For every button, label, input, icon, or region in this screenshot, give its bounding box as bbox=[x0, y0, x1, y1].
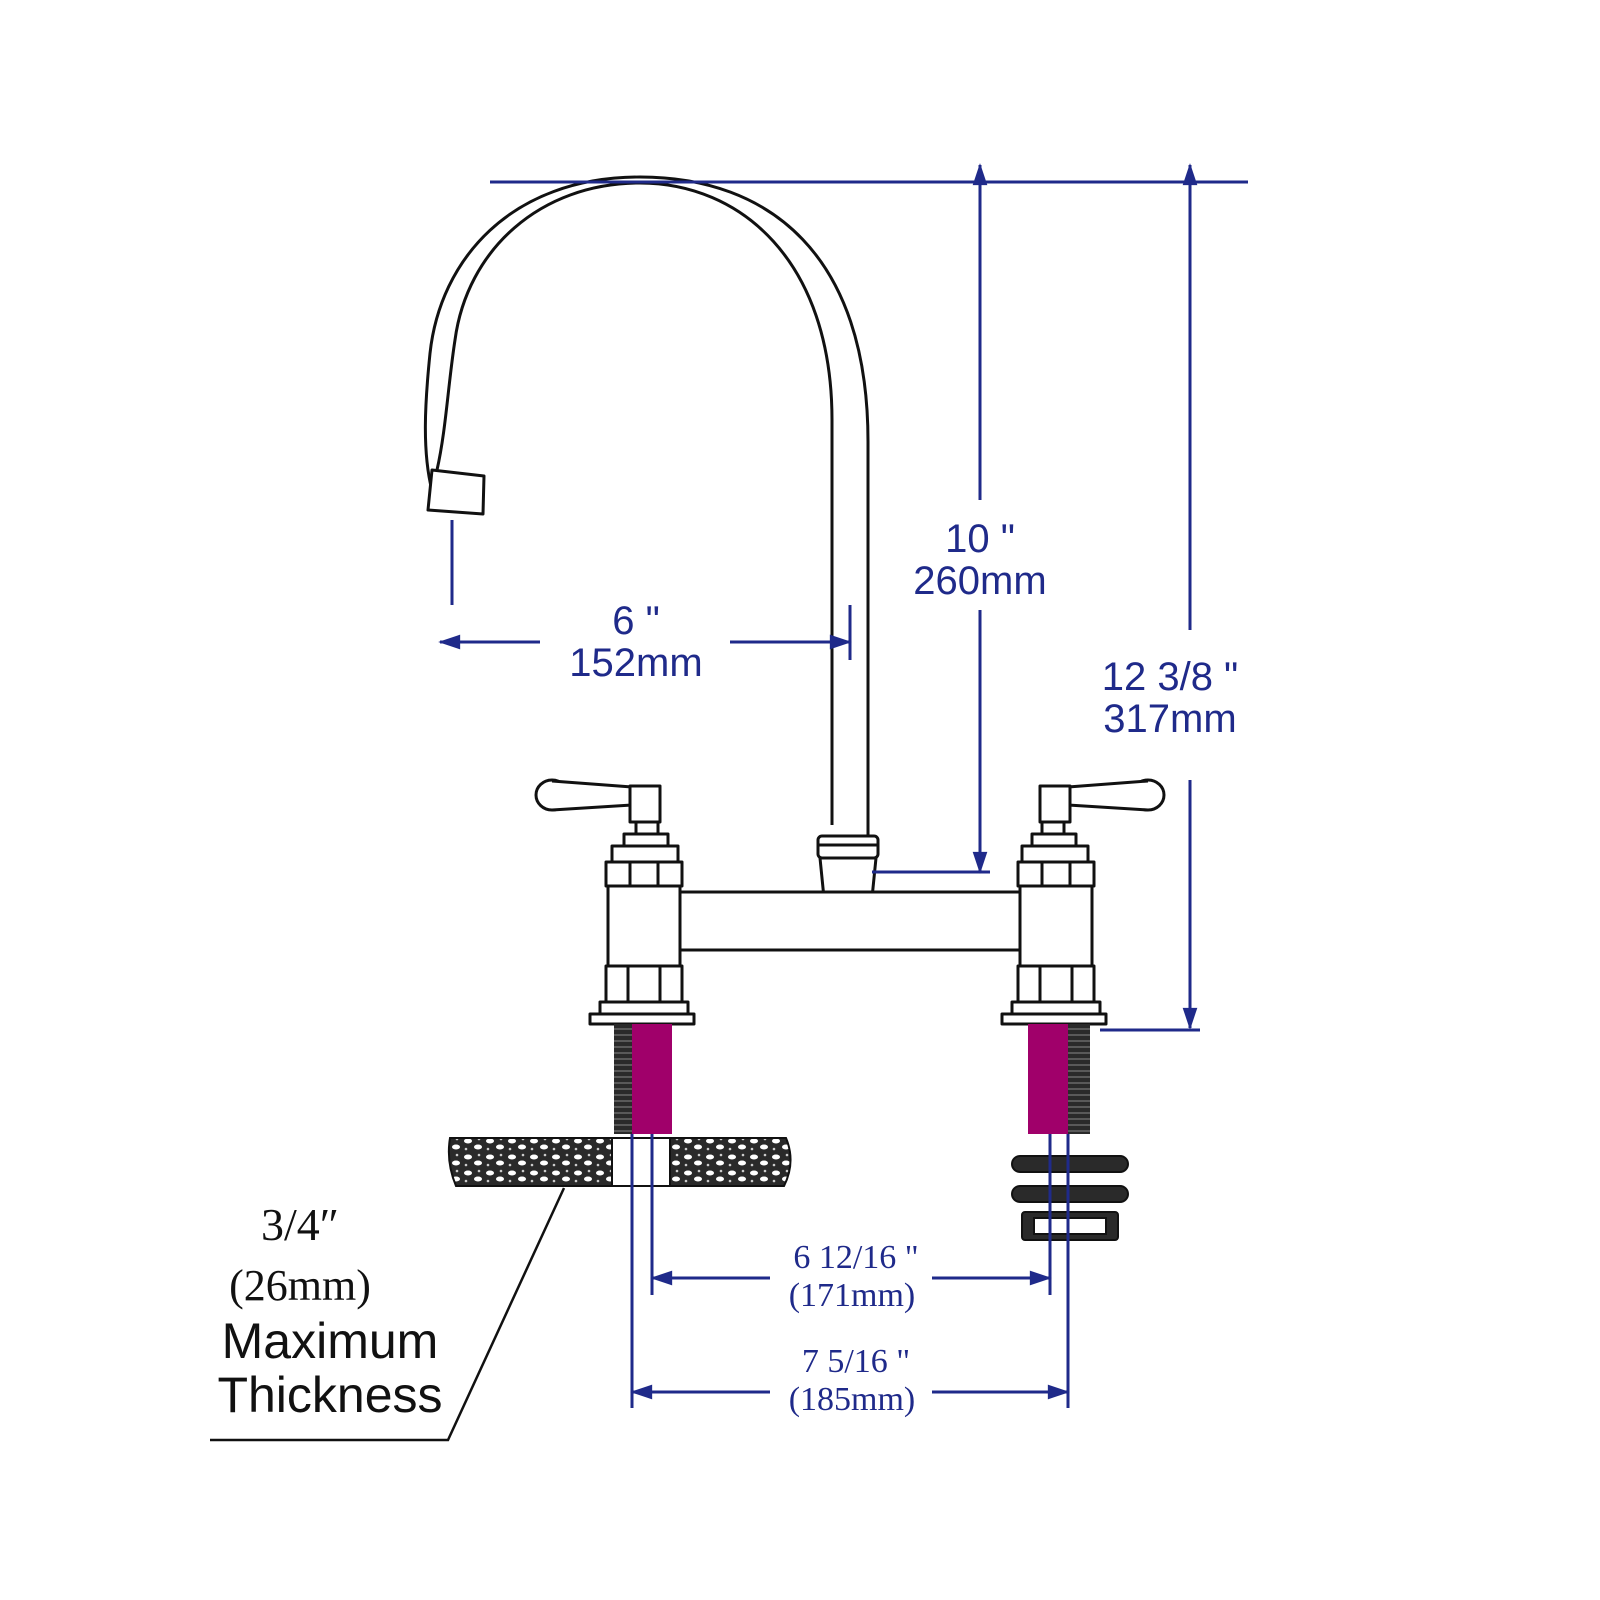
spout-collar bbox=[816, 834, 880, 860]
spout-reach-mm: 152mm bbox=[569, 641, 702, 685]
dimension-lines bbox=[438, 163, 1248, 1408]
spout-reach-inch: 6 " bbox=[612, 599, 660, 643]
spout-inner-outline bbox=[423, 175, 870, 839]
mounting-nut bbox=[1011, 1155, 1129, 1241]
faucet-drawing bbox=[423, 175, 1166, 1026]
countertop-section bbox=[447, 1137, 792, 1187]
bridge-body bbox=[658, 890, 1036, 952]
overall-height-inch: 12 3/8 " bbox=[1102, 655, 1239, 699]
thickness-label-line2: Thickness bbox=[217, 1367, 442, 1423]
thickness-inch: 3/4″ bbox=[261, 1199, 339, 1250]
inner-spacing-inch: 6 12/16 " bbox=[793, 1239, 918, 1276]
spout-height-inch: 10 " bbox=[945, 517, 1015, 561]
left-valve bbox=[534, 778, 696, 1026]
overall-height-mm: 317mm bbox=[1103, 697, 1236, 741]
spout-tip bbox=[426, 468, 486, 516]
spout-height-mm: 260mm bbox=[913, 559, 1046, 603]
thickness-mm: (26mm) bbox=[229, 1261, 371, 1310]
right-shank bbox=[1028, 1024, 1090, 1134]
outer-spacing-mm: (185mm) bbox=[789, 1381, 916, 1418]
spout-outer-outline bbox=[435, 181, 834, 825]
thickness-label-line1: Maximum bbox=[222, 1313, 439, 1369]
left-shank bbox=[614, 1024, 672, 1134]
thickness-leader bbox=[210, 1187, 566, 1442]
right-valve bbox=[1000, 778, 1166, 1026]
inner-spacing-mm: (171mm) bbox=[789, 1277, 916, 1314]
outer-spacing-inch: 7 5/16 " bbox=[802, 1343, 910, 1380]
